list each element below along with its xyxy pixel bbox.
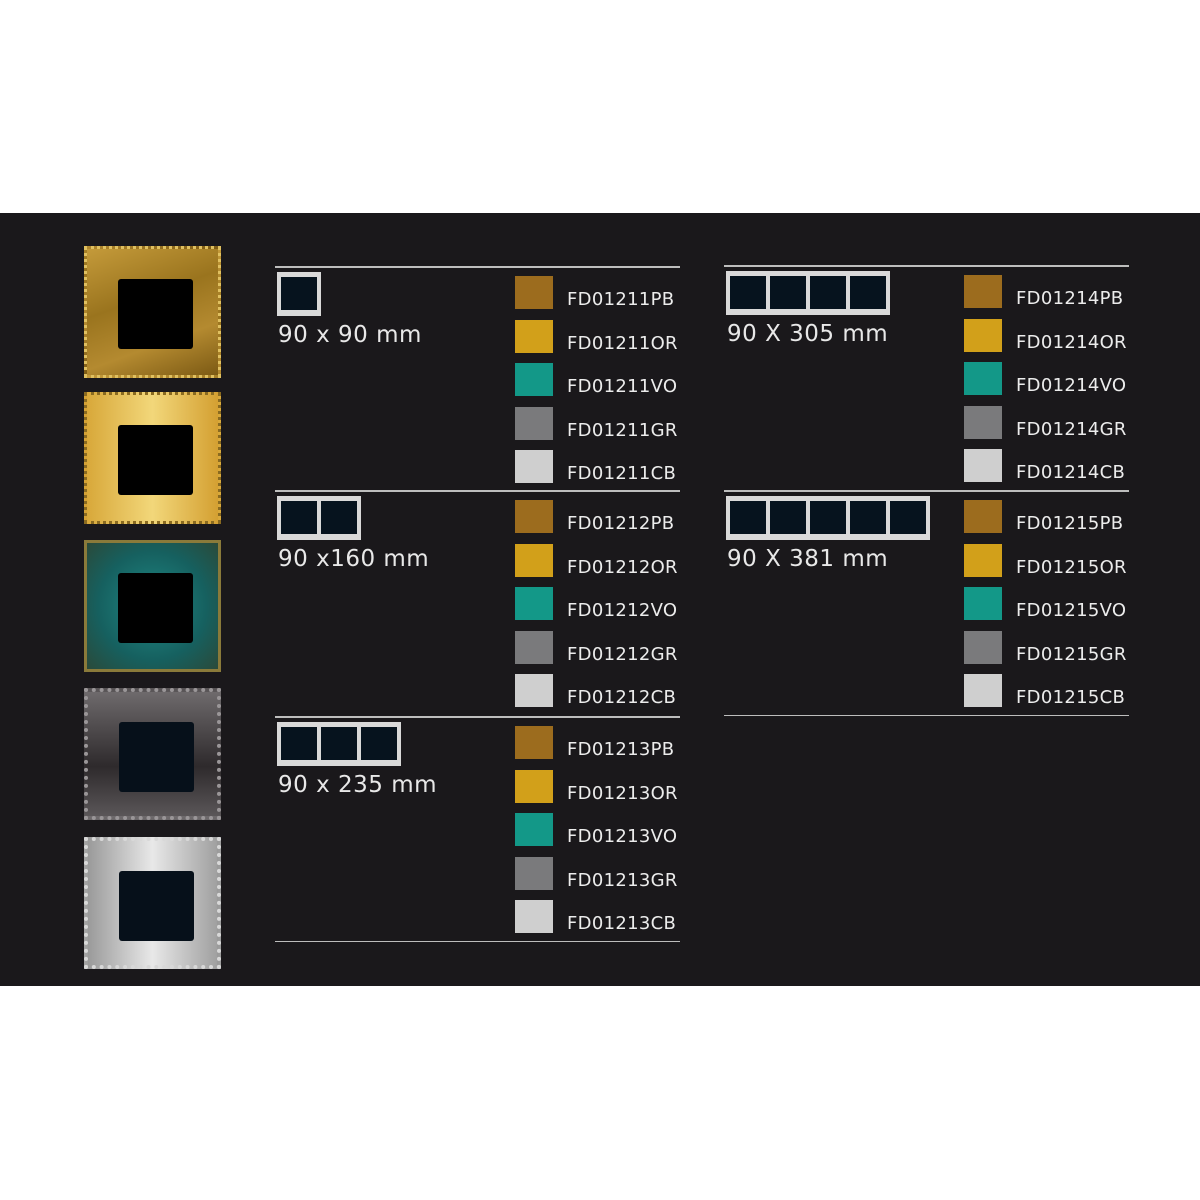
product-code: FD01214OR: [1016, 331, 1127, 353]
plate-icon: [277, 272, 321, 316]
color-swatch: [964, 587, 1002, 620]
size-label: 90 x160 mm: [278, 546, 430, 572]
color-swatch: [515, 500, 553, 533]
product-section-1-gang: 90 x 90 mm FD01211PB FD01211OR FD01211VO FD0…: [275, 266, 680, 492]
gang-slot: [850, 501, 886, 534]
gang-slot: [810, 276, 846, 309]
frame-opening: [118, 279, 193, 349]
color-swatch: [515, 587, 553, 620]
color-swatch: [964, 674, 1002, 707]
frame-verdigris-image: [84, 540, 221, 672]
product-code: FD01215PB: [1016, 513, 1124, 534]
frame-antique-gold-image: [84, 246, 221, 378]
product-section-3-gang: 90 x 235 mm FD01213PB FD01213OR FD01213VO FD…: [275, 716, 680, 942]
color-swatch: [964, 275, 1002, 308]
gang-slot: [281, 501, 317, 534]
product-code: FD01214PB: [1016, 288, 1124, 309]
size-label: 90 x 90 mm: [278, 322, 422, 348]
product-code: FD01213VO: [567, 826, 678, 847]
product-code: FD01214VO: [1016, 375, 1127, 396]
gang-slot: [810, 501, 846, 534]
color-swatch: [515, 856, 553, 890]
product-code: FD01212OR: [567, 556, 678, 578]
gang-slot: [770, 276, 806, 309]
product-code: FD01213GR: [567, 869, 678, 891]
plate-icon: [277, 722, 401, 766]
color-swatch: [964, 543, 1002, 577]
color-swatch: [515, 406, 553, 440]
color-swatch: [515, 630, 553, 664]
product-section-4-gang: 90 X 305 mm FD01214PB FD01214OR FD01214VO FD…: [724, 265, 1129, 491]
frame-polished-gold-image: [84, 392, 221, 524]
size-label: 90 x 235 mm: [278, 772, 438, 798]
gang-slot: [321, 501, 357, 534]
product-code: FD01211OR: [567, 332, 678, 354]
product-code: FD01214GR: [1016, 418, 1127, 440]
color-swatch: [515, 769, 553, 803]
product-section-2-gang: 90 x160 mm FD01212PB FD01212OR FD01212VO FD0…: [275, 490, 680, 716]
frame-opening: [119, 722, 194, 792]
color-swatch: [515, 674, 553, 707]
product-code: FD01211CB: [567, 463, 677, 484]
product-code: FD01212GR: [567, 643, 678, 665]
color-swatch: [964, 362, 1002, 395]
plate-icon: [726, 496, 930, 540]
color-swatch: [515, 543, 553, 577]
frame-opening: [118, 573, 193, 643]
color-swatch: [515, 450, 553, 483]
color-swatch: [964, 405, 1002, 439]
product-code: FD01213PB: [567, 739, 675, 760]
product-code: FD01213OR: [567, 782, 678, 804]
color-swatch: [964, 449, 1002, 482]
product-code: FD01212PB: [567, 513, 675, 534]
color-swatch: [515, 726, 553, 759]
product-section-5-gang: 90 X 381 mm FD01215PB FD01215OR FD01215VO FD…: [724, 490, 1129, 716]
color-swatch: [515, 319, 553, 353]
gang-slot: [321, 727, 357, 760]
color-swatch: [964, 500, 1002, 533]
product-code: FD01211GR: [567, 419, 678, 441]
product-code: FD01215CB: [1016, 687, 1126, 708]
product-code: FD01211VO: [567, 376, 678, 397]
frame-chrome-image: [84, 837, 221, 969]
size-label: 90 X 381 mm: [727, 546, 889, 572]
product-code: FD01211PB: [567, 289, 675, 310]
product-code: FD01215OR: [1016, 556, 1127, 578]
gang-slot: [890, 501, 926, 534]
gang-slot: [281, 727, 317, 760]
gang-slot: [281, 277, 317, 310]
plate-icon: [726, 271, 890, 315]
size-label: 90 X 305 mm: [727, 321, 889, 347]
frame-opening: [119, 871, 194, 941]
color-swatch: [515, 813, 553, 846]
color-swatch: [964, 630, 1002, 664]
color-swatch: [515, 276, 553, 309]
product-code: FD01214CB: [1016, 462, 1126, 483]
gang-slot: [730, 276, 766, 309]
color-swatch: [515, 900, 553, 933]
product-code: FD01212VO: [567, 600, 678, 621]
gang-slot: [850, 276, 886, 309]
product-code: FD01215VO: [1016, 600, 1127, 621]
color-swatch: [964, 318, 1002, 352]
product-code: FD01212CB: [567, 687, 677, 708]
frame-opening: [118, 425, 193, 495]
gang-slot: [770, 501, 806, 534]
product-code: FD01213CB: [567, 913, 677, 934]
product-code: FD01215GR: [1016, 643, 1127, 665]
gang-slot: [361, 727, 397, 760]
plate-icon: [277, 496, 361, 540]
frame-graphite-image: [84, 688, 221, 820]
color-swatch: [515, 363, 553, 396]
gang-slot: [730, 501, 766, 534]
